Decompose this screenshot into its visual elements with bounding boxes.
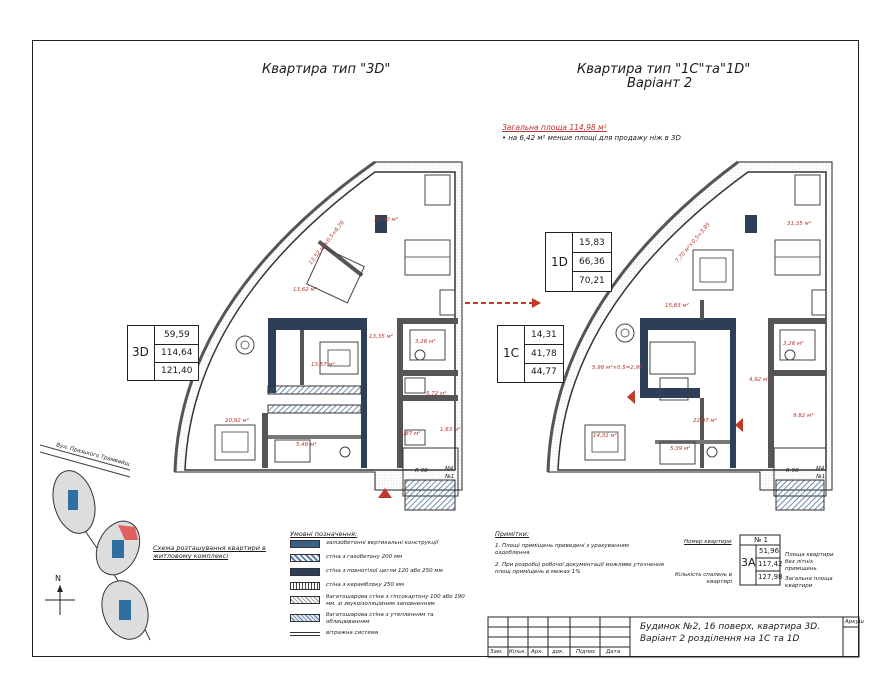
room-3d-bath1: 3,26 м² [415, 339, 436, 345]
stair-1d-m4: М4 [816, 466, 825, 472]
summary-1d-code: 1D [551, 255, 568, 269]
key-label-area2: Загальна площа квартири [785, 576, 833, 589]
legend-item: багатошарова стіна з утепленням та облиц… [326, 612, 434, 625]
stamp-col: Зам. [490, 649, 503, 655]
summary-3d: 3D 59,59 114,64 121,40 [127, 325, 199, 381]
summary-3d-v1: 59,59 [164, 330, 190, 340]
room-3d-bath2: 5,48 м² [296, 442, 317, 448]
key-diagram [739, 534, 781, 586]
legend-item: стіна з керамблоку 250 мм [326, 582, 405, 588]
stamp-description: Будинок №2, 16 поверх, квартира 3D. Варі… [640, 622, 821, 644]
summary-1c-code: 1С [503, 346, 520, 360]
key-v1: 51,96 [759, 547, 780, 555]
room-1d-bath: 3,26 м² [783, 341, 804, 347]
plan-1c1d-subtitle: Варіант 2 [627, 76, 693, 91]
room-3d-living: 32,40 м² [374, 217, 398, 223]
summary-1c-v3: 44,77 [531, 367, 557, 377]
key-v3: 127,98 [758, 573, 783, 581]
stamp-col: Арк. [531, 649, 544, 655]
stamp-col: док. [552, 649, 565, 655]
legend-swatch-concrete [290, 540, 320, 548]
key-label-area1: Площа квартири без літніх приміщень [785, 552, 834, 572]
stair-3d-r90: R 90 [415, 468, 428, 474]
legend-item: залізобетонні вертикальні конструкції [326, 540, 439, 546]
summary-1c: 1С 14,31 41,78 44,77 [497, 325, 564, 383]
total-area: Загальна площа 114,98 м² [502, 123, 607, 132]
room-3d-bed1: 13,62 м² [293, 287, 317, 293]
stamp-col: Кільк. [509, 649, 527, 655]
drawing-sheet [32, 40, 859, 657]
key-label-num: Номер квартири [684, 539, 732, 545]
note-2: 2. При розробці робочої документації мож… [495, 562, 664, 575]
notes-heading: Примітки: [495, 530, 530, 538]
stamp-sheet-label: Аркуш [845, 619, 864, 625]
room-3d-wc: 5,72 м² [426, 391, 447, 397]
key-num: № 1 [754, 536, 768, 544]
summary-3d-v3: 121,40 [161, 366, 193, 376]
plan-3d-outline [173, 160, 463, 511]
summary-1d: 1D 15,83 66,36 70,21 [545, 232, 612, 292]
plan-1c1d-title: Квартира тип "1С"та"1D" [577, 62, 751, 77]
site-scheme [39, 444, 151, 641]
note-1: 1. Площі приміщень приведені з урахуванн… [495, 543, 629, 556]
legend-swatch-insulated [290, 614, 320, 622]
legend-item: вітражна система [326, 630, 379, 636]
legend-heading: Умовні позначення: [290, 530, 358, 538]
summary-1d-v2: 66,36 [579, 257, 605, 267]
room-3d-store2: 1,63 м² [440, 427, 461, 433]
room-1c-kitchen: 22,07 м² [693, 418, 717, 424]
north-label: N [55, 574, 61, 583]
stair-1d-r90: R 90 [786, 468, 799, 474]
summary-1d-v1: 15,83 [579, 238, 605, 248]
key-label-rooms: Кількість спалень в квартирі [675, 572, 732, 585]
stamp-col: Підпис [576, 649, 596, 655]
legend-swatch-aerated [290, 554, 320, 562]
legend-item: стіна з повнотілої цегли 120 або 250 мм [326, 568, 443, 574]
room-1d-living: 31,35 м² [787, 221, 811, 227]
site-scheme-caption: Схема розташування квартири в житловому … [153, 544, 266, 560]
legend-swatch-ceramic [290, 582, 320, 590]
room-3d-store: 2,87 м² [400, 431, 421, 437]
summary-1c-v2: 41,78 [531, 349, 557, 359]
room-1d-bed: 15,83 м² [665, 303, 689, 309]
room-1d-hall: 4,92 м² [749, 377, 770, 383]
legend-swatch-brick [290, 568, 320, 576]
plan-3d-title: Квартира тип "3D" [262, 62, 391, 77]
stair-3d-n1: №1 [445, 474, 455, 480]
title-block-grid [487, 616, 860, 658]
summary-3d-v2: 114,64 [161, 348, 193, 358]
plan-1c1d-outline [546, 160, 833, 511]
room-3d-bed3: 20,92 м² [225, 418, 249, 424]
legend-item: багатошарова стіна з гіпсокартону 100 аб… [326, 594, 465, 607]
stair-3d-m4: М4 [445, 466, 454, 472]
room-1c-bed: 14,31 м² [593, 433, 617, 439]
summary-1c-v1: 14,31 [531, 330, 557, 340]
legend-swatch-gypsum [290, 596, 320, 604]
stair-1d-n1: №1 [816, 474, 826, 480]
room-3d-hall: 13,35 м² [369, 334, 393, 340]
room-1d-hall2: 9,82 м² [793, 413, 814, 419]
room-1c-bath: 5,39 м² [670, 446, 691, 452]
key-type: 3А [741, 556, 756, 569]
summary-3d-code: 3D [132, 345, 149, 359]
legend-swatch-glazing [290, 632, 320, 636]
room-1c-balcony: 5,98 м²×0,5=2,99 [592, 365, 643, 371]
area-note: • на 6,42 м² менше площі для продажу ніж… [502, 134, 681, 142]
stamp-col: Дата [606, 649, 621, 655]
key-v2: 117,42 [758, 560, 783, 568]
legend-item: стіна з газобетону 200 мм [326, 554, 403, 560]
summary-1d-v3: 70,21 [579, 276, 605, 286]
room-3d-bed2: 13,57 м² [311, 362, 335, 368]
